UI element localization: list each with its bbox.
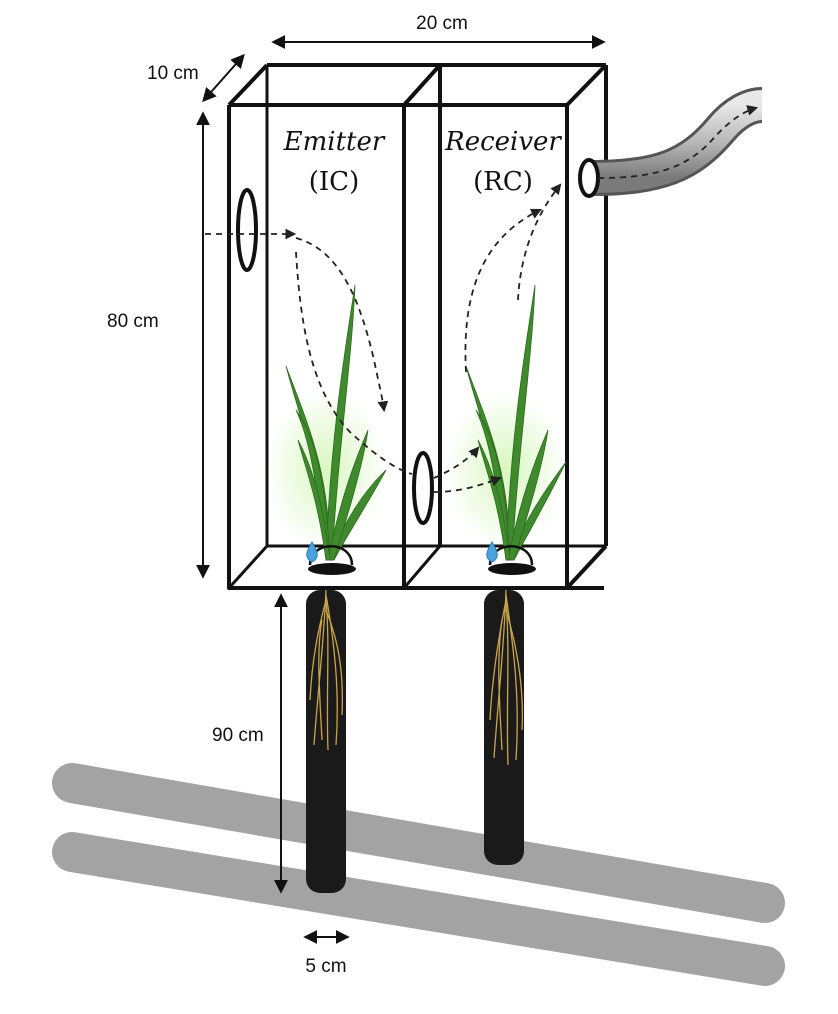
receiver-name-label: Receiver xyxy=(444,127,562,157)
depth-label: 10 cm xyxy=(147,63,199,84)
tube-diameter-label: 5 cm xyxy=(305,956,346,977)
air-flow-arrows xyxy=(205,183,562,493)
receiver-plant xyxy=(446,284,567,561)
receiver-code-label: (RC) xyxy=(473,167,533,197)
emitter-name-label: Emitter xyxy=(283,127,386,157)
receiver-roots xyxy=(489,589,523,766)
inlet-port xyxy=(236,188,258,272)
exhaust-pipe xyxy=(578,87,764,198)
width-label: 20 cm xyxy=(416,13,468,34)
water-drop-icon xyxy=(486,541,498,563)
emitter-soil-tube xyxy=(306,590,346,893)
emitter-dripper xyxy=(306,541,356,575)
ground-rail-back xyxy=(52,763,785,923)
depth-dimension-line xyxy=(202,53,245,103)
chamber-height-label: 80 cm xyxy=(107,311,159,332)
emitter-plant xyxy=(266,284,387,561)
water-drop-icon xyxy=(306,541,318,563)
dimension-lines xyxy=(196,35,606,944)
ground-rails xyxy=(52,763,785,986)
connecting-port xyxy=(412,451,434,525)
outlet-port xyxy=(578,158,600,198)
emitter-code-label: (IC) xyxy=(309,167,359,197)
receiver-dripper xyxy=(486,541,536,575)
emitter-roots xyxy=(309,589,343,751)
ground-rail-front xyxy=(52,832,785,986)
tube-height-label: 90 cm xyxy=(212,725,264,746)
